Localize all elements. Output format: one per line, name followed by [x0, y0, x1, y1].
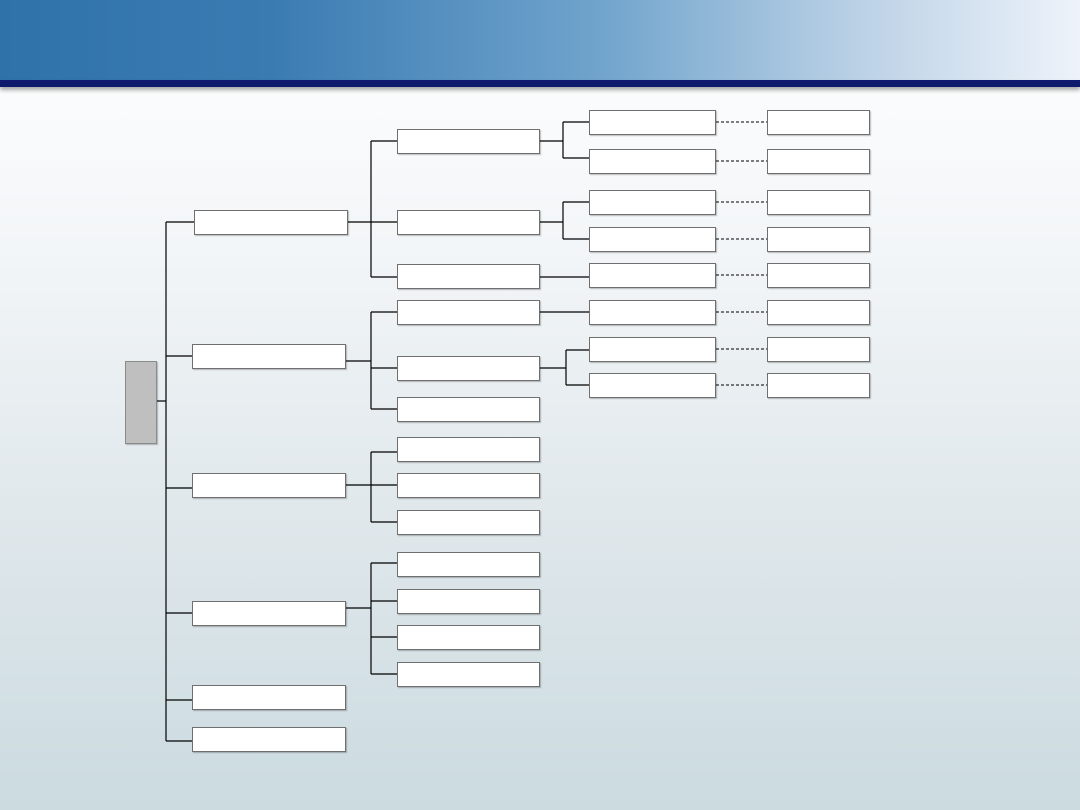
tree-l1-node-1	[194, 210, 348, 235]
tree-l2-node-3	[397, 264, 540, 289]
tree-l2-node-2	[397, 210, 540, 235]
tree-l2-node-10	[397, 552, 540, 577]
tree-l2-node-5	[397, 356, 540, 381]
tree-l3-node-6	[589, 300, 716, 325]
tree-l4-node-1	[767, 110, 870, 135]
tree-l2-node-9	[397, 510, 540, 535]
tree-l3-node-5	[589, 263, 716, 288]
tree-l1-node-4	[192, 601, 346, 626]
tree-l2-node-6	[397, 397, 540, 422]
tree-l2-node-12	[397, 625, 540, 650]
tree-l2-node-11	[397, 589, 540, 614]
tree-l2-node-1	[397, 129, 540, 154]
tree-l4-node-4	[767, 227, 870, 252]
tree-l3-node-2	[589, 149, 716, 174]
tree-l3-node-4	[589, 227, 716, 252]
tree-l1-node-6	[192, 727, 346, 752]
tree-l1-node-3	[192, 473, 346, 498]
tree-l3-node-7	[589, 337, 716, 362]
tree-l2-node-7	[397, 437, 540, 462]
slide-header-band	[0, 0, 1080, 80]
tree-l1-node-2	[192, 344, 346, 369]
tree-l4-node-2	[767, 149, 870, 174]
tree-l4-node-7	[767, 337, 870, 362]
tree-l3-node-1	[589, 110, 716, 135]
tree-l1-node-5	[192, 685, 346, 710]
header-divider-rule	[0, 80, 1080, 87]
tree-l4-node-5	[767, 263, 870, 288]
tree-root-node	[125, 361, 157, 444]
tree-l2-node-8	[397, 473, 540, 498]
tree-l4-node-8	[767, 373, 870, 398]
tree-l2-node-4	[397, 300, 540, 325]
tree-l3-node-8	[589, 373, 716, 398]
tree-l3-node-3	[589, 190, 716, 215]
tree-l2-node-13	[397, 662, 540, 687]
tree-l4-node-6	[767, 300, 870, 325]
tree-l4-node-3	[767, 190, 870, 215]
